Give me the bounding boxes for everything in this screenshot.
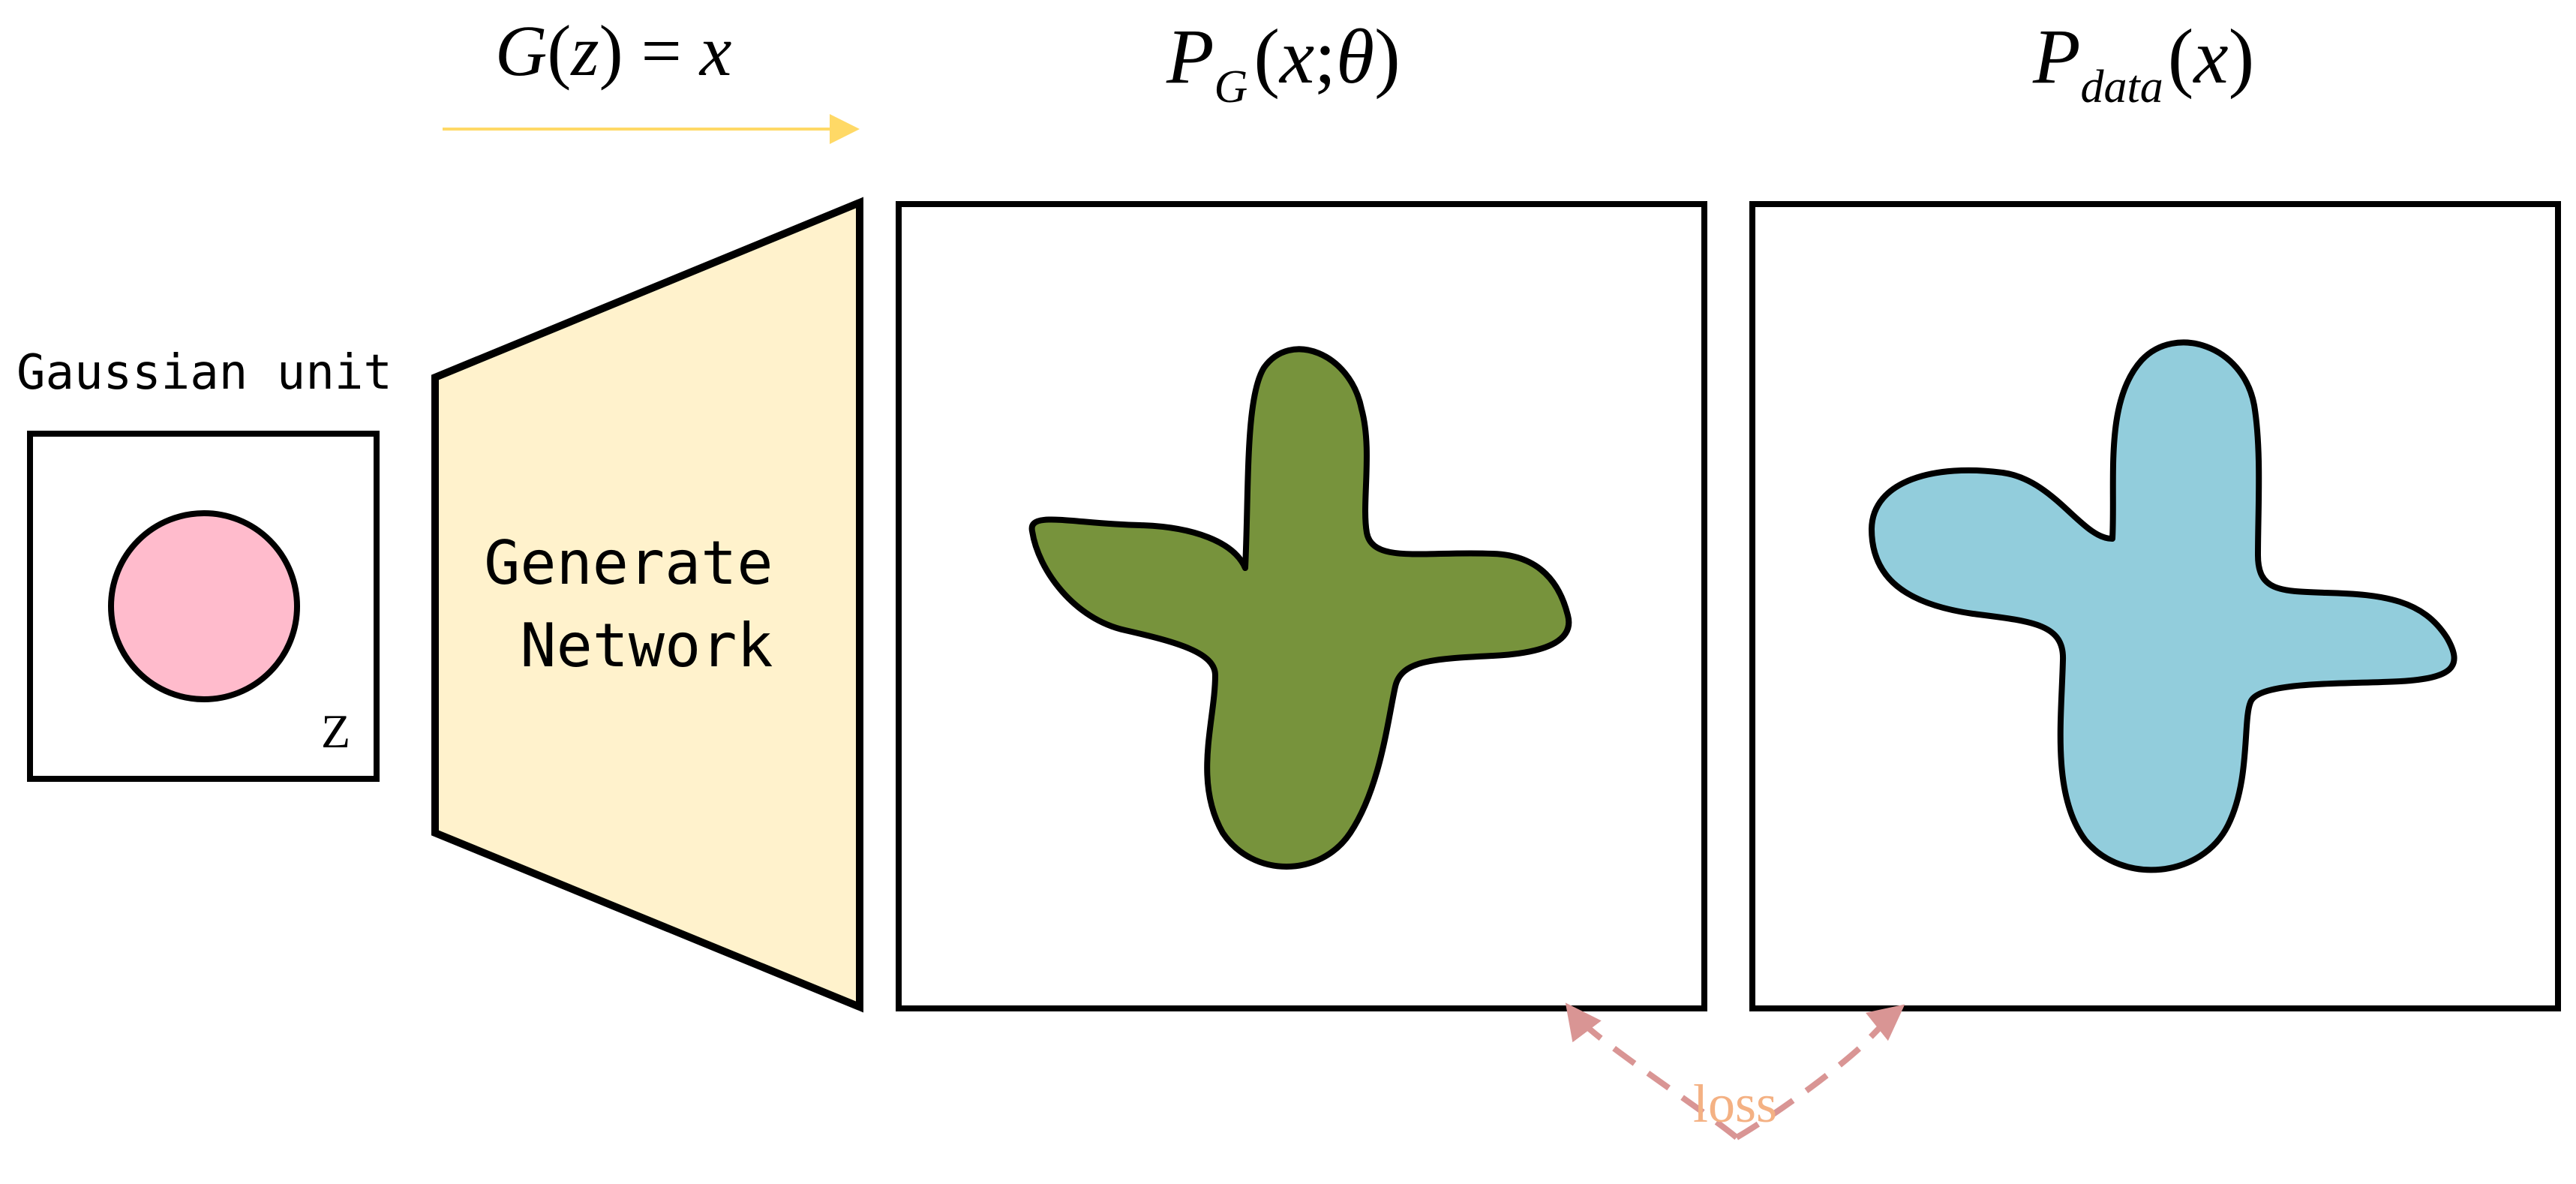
generate-network-block <box>431 197 863 1013</box>
loss-arrow-right <box>1735 1004 1905 1140</box>
generator-formula: G(z) = x <box>495 11 731 91</box>
generated-distribution-label: PG(x;θ) <box>1166 14 1401 113</box>
loss-arrow <box>1565 1002 1739 1140</box>
data-shape <box>1869 339 2457 873</box>
loss-label: loss <box>1693 1074 1777 1134</box>
latent-variable-label: Z <box>321 705 350 758</box>
generate-network-label: Generate Network <box>484 528 809 681</box>
data-distribution-label: Pdata(x) <box>2032 14 2254 113</box>
gaussian-circle <box>108 510 300 702</box>
generated-shape <box>1028 346 1572 870</box>
gaussian-unit-label: Gaussian unit <box>17 345 392 401</box>
